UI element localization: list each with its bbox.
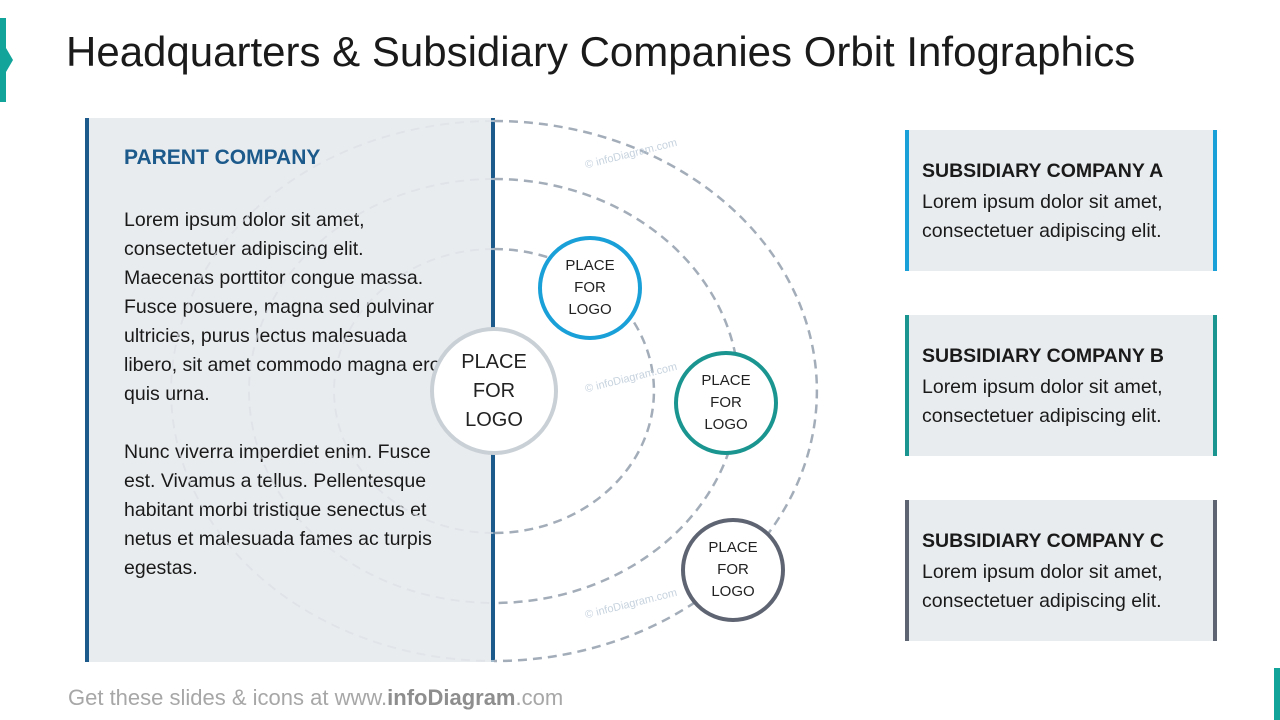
- parent-logo-placeholder[interactable]: PLACE FOR LOGO: [430, 327, 558, 455]
- logo-text-line: LOGO: [711, 583, 755, 600]
- logo-text-line: LOGO: [465, 408, 523, 431]
- card-right-border: [1213, 315, 1217, 456]
- parent-company-panel: PARENT COMPANY Lorem ipsum dolor sit ame…: [85, 118, 495, 662]
- orbit-ring-inner-shadow: [333, 248, 495, 534]
- subsidiary-a-logo-placeholder[interactable]: PLACE FOR LOGO: [538, 236, 642, 340]
- footer-prefix: Get these slides & icons at www.: [68, 685, 388, 710]
- subsidiary-card-a: SUBSIDIARY COMPANY A Lorem ipsum dolor s…: [905, 130, 1217, 271]
- subsidiary-c-title: SUBSIDIARY COMPANY C: [922, 530, 1164, 552]
- footer-suffix: .com: [515, 685, 564, 710]
- subsidiary-a-title: SUBSIDIARY COMPANY A: [922, 160, 1164, 182]
- orbit-ring-outer: [493, 119, 819, 663]
- subsidiary-b-logo-placeholder[interactable]: PLACE FOR LOGO: [674, 351, 778, 455]
- logo-text-line: FOR: [710, 394, 742, 411]
- logo-text-line: LOGO: [704, 416, 748, 433]
- subsidiary-card-b: SUBSIDIARY COMPANY B Lorem ipsum dolor s…: [905, 315, 1217, 456]
- parent-company-description: Lorem ipsum dolor sit amet, consectetuer…: [124, 206, 454, 612]
- parent-paragraph-1: Lorem ipsum dolor sit amet, consectetuer…: [124, 209, 451, 405]
- panel-left-border: [85, 118, 89, 662]
- subsidiary-c-text: Lorem ipsum dolor sit amet, consectetuer…: [922, 561, 1163, 612]
- logo-text-line: LOGO: [568, 301, 612, 318]
- footer-credit[interactable]: Get these slides & icons at www.infoDiag…: [68, 685, 563, 711]
- card-right-border: [1213, 130, 1217, 271]
- logo-text-line: PLACE: [461, 350, 527, 373]
- parent-company-heading: PARENT COMPANY: [124, 146, 321, 169]
- logo-text-line: FOR: [717, 561, 749, 578]
- card-right-border: [1213, 500, 1217, 641]
- accent-tab: [0, 18, 13, 102]
- orbit-ring-outer-shadow: [170, 120, 495, 662]
- subsidiary-a-text: Lorem ipsum dolor sit amet, consectetuer…: [922, 191, 1163, 242]
- corner-accent: [1274, 668, 1280, 720]
- page-title: Headquarters & Subsidiary Companies Orbi…: [66, 28, 1136, 75]
- logo-text-line: FOR: [574, 279, 606, 296]
- footer-brand: infoDiagram: [387, 685, 516, 710]
- logo-text-line: PLACE: [708, 539, 758, 556]
- card-left-border: [905, 315, 909, 456]
- subsidiary-b-title: SUBSIDIARY COMPANY B: [922, 345, 1164, 367]
- subsidiary-card-c: SUBSIDIARY COMPANY C Lorem ipsum dolor s…: [905, 500, 1217, 641]
- logo-text-line: FOR: [472, 379, 516, 402]
- card-left-border: [905, 500, 909, 641]
- logo-text-line: PLACE: [565, 257, 615, 274]
- subsidiary-b-text: Lorem ipsum dolor sit amet, consectetuer…: [922, 376, 1163, 427]
- parent-paragraph-2: Nunc viverra imperdiet enim. Fusce est. …: [124, 441, 432, 579]
- subsidiary-c-logo-placeholder[interactable]: PLACE FOR LOGO: [681, 518, 785, 622]
- card-left-border: [905, 130, 909, 271]
- logo-text-line: PLACE: [701, 372, 751, 389]
